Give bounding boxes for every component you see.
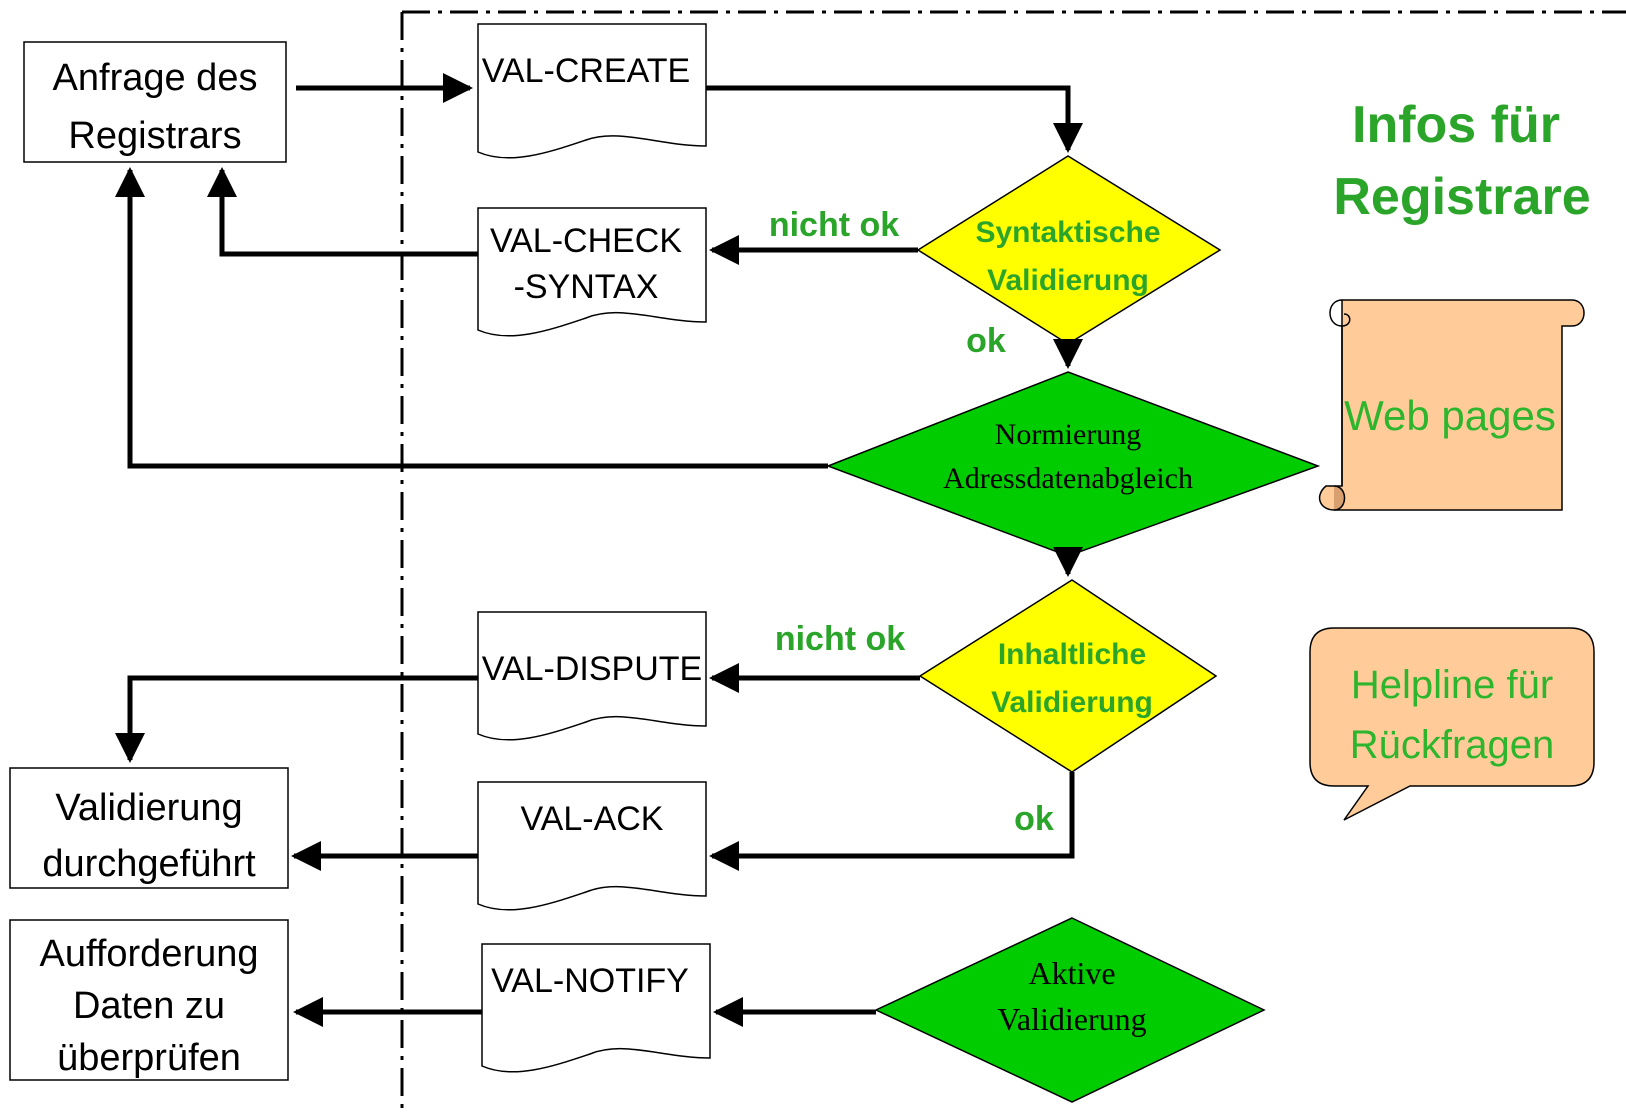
decision-syntax-line2: Validierung [987,264,1149,297]
doc-val-notify: VAL-NOTIFY [481,943,711,1073]
decision-norm-line2: Adressdatenabgleich [943,462,1193,495]
doc-val-create-label: VAL-CREATE [482,52,690,90]
decision-normalization: Normierung Adressdatenabgleich [825,371,1321,557]
label-content-ok: ok [1014,800,1054,838]
registrar-request-box: Anfrage des Registrars [23,41,287,163]
helpline-callout: Helpline für Rückfragen [1309,627,1595,821]
decision-content-line1: Inhaltliche [998,638,1146,671]
helpline-line2: Rückfragen [1350,723,1555,767]
decision-active-line2: Validierung [997,1001,1146,1037]
check-request-line1: Aufforderung [39,933,258,975]
doc-val-dispute: VAL-DISPUTE [477,611,707,741]
decision-syntax-line1: Syntaktische [975,216,1160,249]
edge-check-to-request [207,167,478,257]
validation-done-box: Validierung durchgeführt [9,767,289,889]
doc-val-check-line2: -SYNTAX [514,268,659,306]
doc-val-ack: VAL-ACK [477,781,707,911]
check-request-box: Aufforderung Daten zu überprüfen [9,919,289,1081]
doc-val-create: VAL-CREATE [477,23,707,159]
doc-val-ack-label: VAL-ACK [521,800,664,838]
edge-create-to-syntax [706,85,1083,153]
doc-val-check-line1: VAL-CHECK [490,222,682,260]
decision-content: Inhaltliche Validierung [918,579,1218,773]
decision-active: Aktive Validierung [874,917,1266,1103]
validation-done-line2: durchgeführt [42,843,256,885]
decision-content-line2: Validierung [991,686,1153,719]
info-title-line2: Registrare [1333,168,1590,226]
label-syntax-ok: ok [966,322,1006,360]
helpline-line1: Helpline für [1351,663,1553,707]
check-request-line3: überprüfen [57,1037,241,1079]
doc-val-dispute-label: VAL-DISPUTE [482,650,702,688]
system-boundary [400,10,1626,1114]
edge-content-to-ack [709,772,1075,871]
decision-syntax: Syntaktische Validierung [916,155,1222,345]
connectors [115,73,1083,1027]
check-request-line2: Daten zu [73,985,225,1027]
info-title-line1: Infos für [1352,96,1560,154]
edge-dispute-to-done [115,675,478,763]
edge-norm-to-request [115,167,828,469]
label-syntax-not-ok: nicht ok [769,206,899,244]
decision-norm-line1: Normierung [995,418,1142,451]
web-pages-label: Web pages [1344,392,1556,439]
web-pages-scroll: Web pages [1318,299,1585,511]
registrar-request-line2: Registrars [68,115,241,157]
doc-val-notify-label: VAL-NOTIFY [491,962,689,1000]
label-content-not-ok: nicht ok [775,620,905,658]
decision-active-line1: Aktive [1028,955,1115,991]
validation-done-line1: Validierung [55,787,242,829]
registrar-request-line1: Anfrage des [53,57,258,99]
doc-val-check-syntax: VAL-CHECK -SYNTAX [477,207,707,337]
